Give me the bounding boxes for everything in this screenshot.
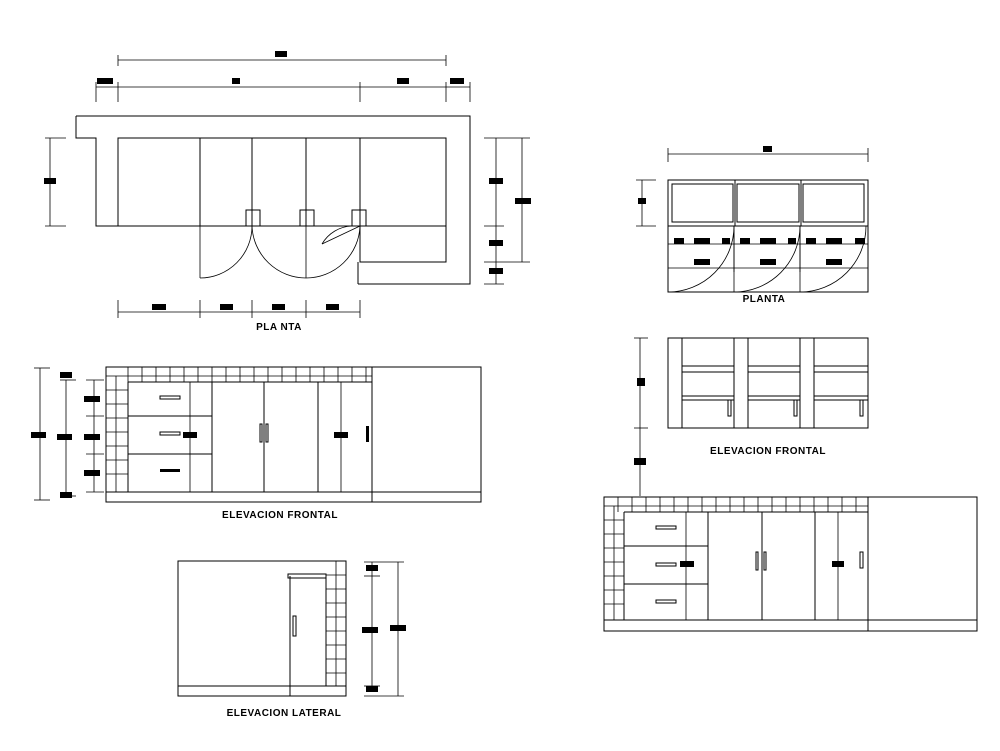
plan-left-dimension-tags [97, 51, 464, 84]
elevation-front-right-upper-dimensions [634, 337, 648, 496]
plan-right-inner-dimensions [668, 230, 868, 272]
elevation-lateral-caption: ELEVACION LATERAL [226, 708, 342, 719]
plan-left-dimension-bottom [117, 300, 361, 318]
elevation-front-left-handles [159, 382, 369, 492]
plan-right-dimensions [636, 146, 869, 227]
plan-right [636, 146, 869, 293]
elevation-front-right-lower-handles [655, 512, 864, 620]
plan-right-door-swings [667, 225, 867, 293]
elevation-front-left-cabinet [105, 366, 482, 503]
plan-left-counter [75, 115, 471, 285]
elevation-front-left-backsplash-tiles [106, 367, 372, 492]
plan-left-door-swings [199, 225, 361, 279]
elevation-front-right-upper-body [667, 337, 869, 429]
elevation-front-left [31, 366, 482, 503]
elevation-front-right-lower-body [603, 496, 978, 632]
plan-left-dimension-left [44, 137, 66, 227]
plan-left [44, 51, 531, 318]
elevation-lateral-tiles [326, 561, 346, 686]
plan-right-caption: PLANTA [742, 294, 786, 305]
plan-left-dimensions-top [95, 55, 471, 102]
elevation-front-right-caption: ELEVACION FRONTAL [710, 446, 826, 457]
plan-left-caption: PLA NTA [256, 322, 302, 333]
elevation-front-left-dimensions [31, 367, 104, 501]
elevation-lateral-body [177, 560, 347, 697]
elevation-front-right-lower [603, 496, 978, 632]
elevation-front-right-upper [634, 337, 869, 496]
elevation-lateral [177, 560, 406, 697]
elevation-front-right-lower-tiles [604, 497, 868, 620]
plan-left-dimension-right [484, 137, 531, 285]
plan-right-cabinet [667, 179, 869, 293]
elevation-front-left-caption: ELEVACION FRONTAL [222, 510, 338, 521]
elevation-lateral-dimensions [362, 561, 406, 697]
